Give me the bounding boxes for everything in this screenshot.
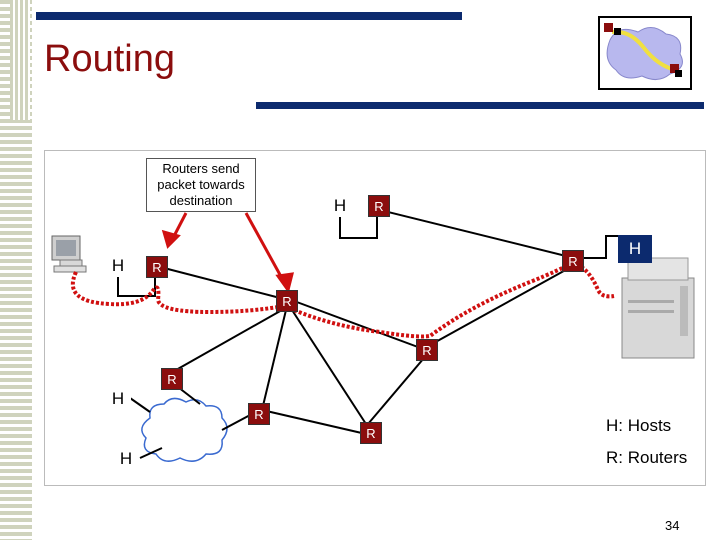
callout-arrows xyxy=(161,212,294,294)
cloud-network-icon xyxy=(141,397,228,462)
header-bar xyxy=(36,12,462,20)
decorative-stripes-inner xyxy=(10,0,30,120)
title-underline-bar xyxy=(256,102,704,109)
routers-callout: Routers send packet towards destination xyxy=(146,158,256,212)
decorative-stripes xyxy=(0,0,32,540)
host-node-left: H xyxy=(105,255,131,277)
host-node-right: H xyxy=(618,235,652,263)
host-node-top: H xyxy=(327,195,353,217)
router-node-bottom-center: R xyxy=(248,403,270,425)
router-node-center-right: R xyxy=(416,339,438,361)
legend-routers: R: Routers xyxy=(606,448,688,467)
network-links xyxy=(117,209,628,459)
page-number: 34 xyxy=(665,518,680,533)
router-node-top: R xyxy=(368,195,390,217)
callout-line-1: Routers send xyxy=(162,161,240,176)
router-node-bottom-right: R xyxy=(360,422,382,444)
router-node-mid-left: R xyxy=(161,368,183,390)
host-node-mid-left: H xyxy=(105,388,131,410)
server-tower-icon xyxy=(621,257,695,359)
router-node-right: R xyxy=(562,250,584,272)
slide-title: Routing xyxy=(44,38,175,80)
host-node-bottom-left: H xyxy=(113,448,139,470)
diagram-frame xyxy=(44,150,706,486)
router-node-left: R xyxy=(146,256,168,278)
desktop-computer-icon xyxy=(51,235,87,273)
callout-line-3: destination xyxy=(169,193,233,208)
router-node-center: R xyxy=(276,290,298,312)
legend-hosts: H: Hosts xyxy=(606,416,672,435)
callout-line-2: packet towards xyxy=(157,177,245,192)
network-logo-icon xyxy=(598,16,692,90)
